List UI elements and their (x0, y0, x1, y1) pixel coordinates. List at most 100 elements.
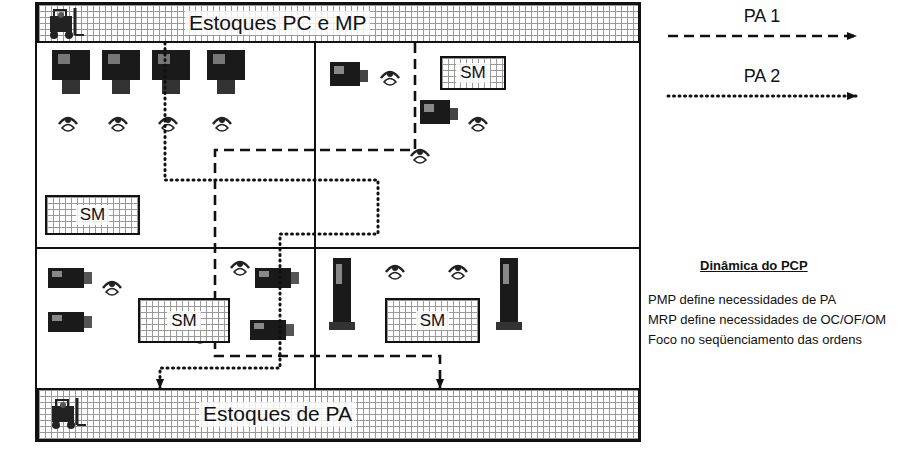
forklift-icon (52, 398, 86, 429)
node-text: SM (167, 311, 201, 331)
icon-part (387, 71, 393, 77)
icon-part (496, 322, 522, 330)
machine-icon (255, 268, 299, 288)
supermarket-box: SM (440, 56, 506, 90)
forklift-mast (74, 8, 77, 35)
legend-entry: PA 1 (662, 6, 862, 45)
icon-part (336, 264, 342, 284)
wheel (50, 31, 58, 39)
icon-part (48, 312, 84, 332)
icon-part (48, 268, 84, 288)
operator-icon (213, 117, 231, 131)
icon-part (58, 54, 70, 64)
legend-text: PA 1 (662, 6, 862, 27)
icon-part (159, 118, 177, 124)
icon-part (52, 50, 90, 80)
machine-icon (48, 268, 92, 288)
icon-part (234, 269, 246, 276)
node-text: Estoques de PA (199, 402, 356, 426)
icon-part (449, 266, 467, 272)
supermarket-box: SM (45, 195, 140, 235)
icon-part (472, 125, 484, 132)
icon-part (329, 322, 355, 330)
icon-part (334, 66, 344, 74)
icon-part (219, 117, 225, 123)
note-line: MRP define necessidades de OC/OF/OM (648, 312, 886, 327)
icon-part (207, 50, 245, 80)
icon-part (59, 118, 77, 124)
icon-part (386, 266, 404, 272)
forklift-cab (54, 10, 66, 18)
icon-part (109, 118, 127, 124)
supermarket-box: SM (385, 298, 480, 343)
icon-part (455, 265, 461, 271)
icon-part (103, 282, 121, 288)
plant-frame (36, 3, 640, 441)
icon-part (84, 316, 92, 328)
icon-part (62, 80, 80, 94)
icon-part (109, 281, 115, 287)
operator-icon (381, 71, 399, 85)
legend-line (668, 95, 856, 98)
cell-wall (36, 247, 640, 249)
icon-part (255, 268, 291, 288)
icon-part (62, 125, 74, 132)
machine-icon (329, 258, 355, 330)
driver-head (60, 402, 66, 408)
icon-part (52, 315, 62, 321)
icon-part (286, 324, 294, 336)
note-line: Foco no seqüenciamento das ordens (648, 332, 862, 347)
node-text: Estoques PC e MP (185, 11, 370, 35)
icon-part (411, 150, 429, 156)
icon-part (152, 50, 190, 80)
icon-part (360, 70, 368, 82)
node-text: SM (416, 311, 450, 331)
legend-line (668, 35, 856, 38)
icon-part (65, 117, 71, 123)
supermarket-box: SM (138, 298, 230, 343)
operator-icon (159, 117, 177, 131)
icon-part (254, 323, 264, 329)
operator-icon (469, 117, 487, 131)
legend-sample (662, 87, 862, 105)
icon-part (291, 272, 299, 284)
machine-icon (48, 312, 92, 332)
icon-part (106, 289, 118, 296)
machine-icon (420, 100, 458, 124)
operator-icon (103, 281, 121, 295)
machine-icon (496, 258, 522, 330)
wheel (65, 31, 73, 39)
icon-part (381, 72, 399, 78)
cell-wall (314, 43, 316, 388)
wheel (67, 421, 75, 429)
icon-part (108, 54, 120, 64)
wheel (52, 421, 60, 429)
driver-head (58, 12, 64, 18)
operator-icon (59, 117, 77, 131)
icon-part (102, 50, 140, 80)
note-line: PMP define necessidades de PA (648, 292, 836, 307)
machine-icon (152, 50, 190, 94)
icon-part (52, 271, 62, 277)
operator-icon (386, 265, 404, 279)
operator-icon (411, 149, 429, 163)
legend-entry: PA 2 (662, 66, 862, 105)
icon-part (213, 54, 225, 64)
machine-icon (330, 62, 368, 86)
forklift-cab (56, 400, 68, 408)
icon-part (503, 264, 509, 284)
icon-part (112, 80, 130, 94)
icon-part (216, 125, 228, 132)
icon-part (392, 265, 398, 271)
machine-icon (52, 50, 90, 94)
stock-band: Estoques de PA (37, 388, 640, 441)
forklift-fork (75, 34, 84, 36)
icon-part (475, 117, 481, 123)
operator-icon (231, 261, 249, 275)
forklift-body (52, 406, 74, 422)
icon-part (450, 108, 458, 120)
icon-part (115, 117, 121, 123)
icon-part (330, 62, 360, 86)
icon-part (231, 262, 249, 268)
